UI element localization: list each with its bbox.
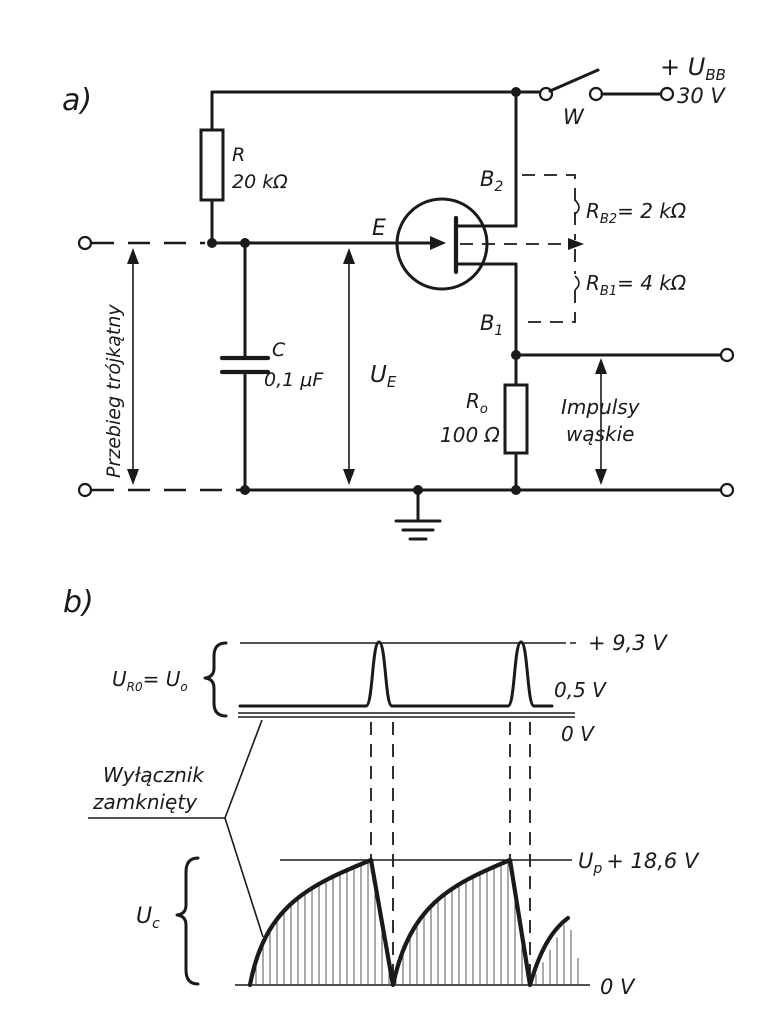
switch-label: W — [563, 105, 585, 129]
uc-capacitor-waveform — [247, 857, 571, 988]
supply-label: + UBB — [660, 53, 726, 84]
input-voltage-arrow — [127, 248, 139, 485]
pulse-reference-lines — [238, 642, 578, 718]
resistor-r0 — [503, 383, 529, 455]
ur0-label: UR0= Uo — [112, 667, 188, 694]
input-terminal-bottom — [77, 482, 93, 498]
ground-icon — [394, 488, 442, 541]
pulse-peak-label: + 9,3 V — [588, 631, 668, 655]
capacitor-name: C — [272, 339, 286, 361]
resistor-r-name: R — [232, 144, 245, 166]
output-label-1: Impulsy — [561, 395, 641, 419]
output-pulse-waveform — [238, 640, 554, 708]
output-label-2: wąskie — [566, 422, 634, 446]
uc-brace — [175, 856, 200, 986]
uc-label: Uc — [136, 904, 160, 932]
panel-b-label: b) — [63, 585, 94, 620]
rb1-label: RB1= 4 kΩ — [586, 271, 687, 299]
rb2-label: RB2= 2 kΩ — [586, 199, 687, 227]
emitter-wire — [207, 238, 440, 248]
base1-label: B1 — [480, 311, 503, 339]
resistor-r0-value: 100 Ω — [440, 423, 501, 447]
zero-top-label: 0 V — [561, 722, 595, 746]
timing-alignment-lines — [370, 722, 531, 985]
panel-a-label: a) — [62, 83, 92, 118]
output-node-wire — [511, 347, 735, 387]
switch-note-line-2: zamknięty — [92, 790, 198, 814]
rb-brackets — [522, 174, 580, 323]
ue-label: UE — [370, 362, 397, 391]
switch-note-line-1: Wyłącznik — [103, 763, 205, 787]
output-voltage-arrow — [595, 358, 607, 485]
ujt-transistor — [395, 197, 584, 291]
supply-value: 30 V — [677, 84, 726, 108]
zero-bottom-label: 0 V — [600, 975, 636, 999]
output-terminal-bottom — [719, 482, 735, 498]
ground-rail-wire — [238, 482, 735, 498]
up-label: Up+ 18,6 V — [578, 849, 700, 877]
switch-w — [538, 68, 675, 102]
waveform-panel: b) UR0= Uo + 9,3 V 0,5 V 0 V Wyłącznik z… — [63, 585, 700, 999]
output-terminal-top — [719, 347, 735, 363]
switch-note-leaders — [88, 719, 264, 938]
emitter-label: E — [372, 216, 386, 241]
resistor-r-value: 20 kΩ — [232, 171, 288, 193]
ue-voltage-arrow — [343, 248, 355, 485]
base2-label: B2 — [480, 167, 503, 195]
top-rail-wire — [210, 87, 542, 132]
pulse-base-label: 0,5 V — [554, 678, 607, 702]
input-waveform-label: Przebieg trójkątny — [103, 304, 125, 478]
capacitor-value: 0,1 μF — [264, 369, 324, 391]
circuit-panel: a) W + UBB 30 V R 20 kΩ — [62, 53, 735, 541]
ur0-brace — [203, 641, 228, 718]
resistor-r — [199, 128, 225, 202]
resistor-r0-name: Ro — [466, 389, 488, 417]
input-terminal-top — [77, 235, 93, 251]
capacitor-c — [219, 241, 271, 492]
supply-terminal — [659, 86, 675, 102]
